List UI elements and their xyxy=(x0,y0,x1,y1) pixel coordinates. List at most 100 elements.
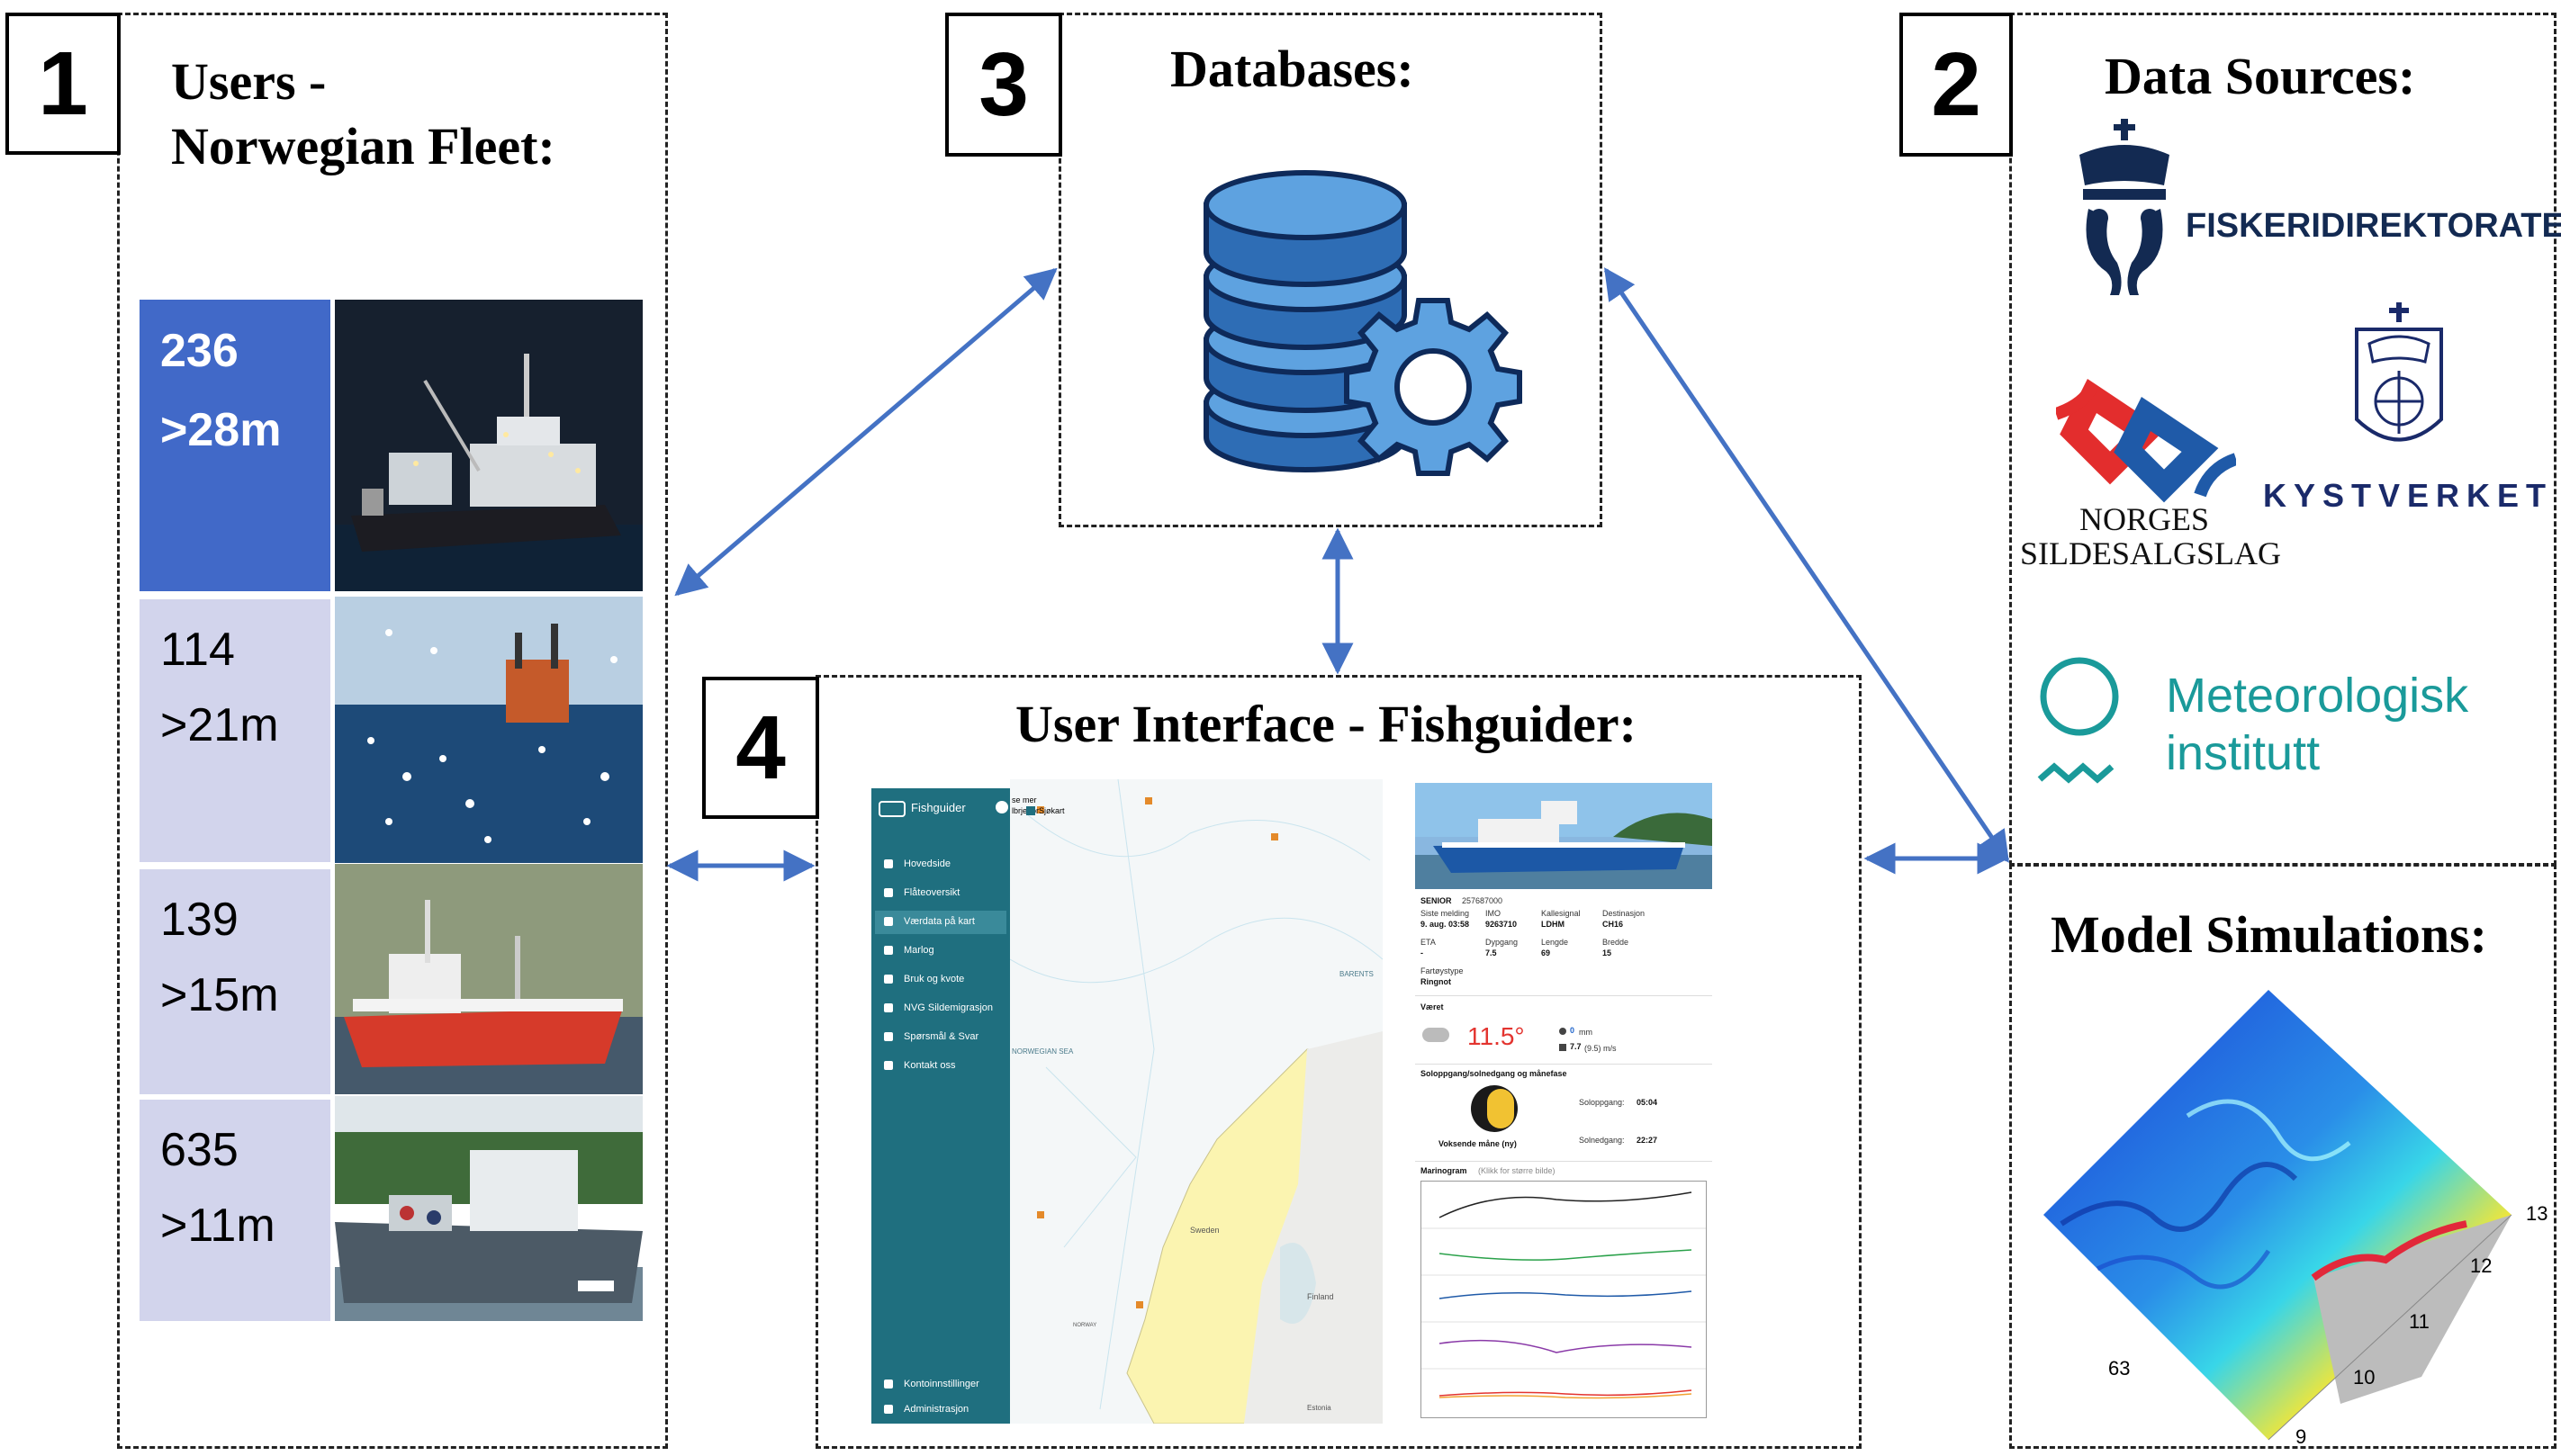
ocean-model-map xyxy=(2043,981,2529,1449)
model-lat-label: 63 xyxy=(2108,1357,2131,1380)
field-value-kallesignal: LDHM xyxy=(1541,920,1565,929)
moon-phase: Voksende måne (ny) xyxy=(1438,1139,1517,1148)
kystverket-logo xyxy=(2349,302,2448,464)
fiskeridirektoratet-text: FISKERIDIREKTORATET xyxy=(2186,207,2561,245)
wind-icon xyxy=(1559,1044,1566,1051)
collapse-sidebar-button[interactable] xyxy=(996,801,1008,813)
fleet-row-1 xyxy=(140,300,330,591)
field-label-siste: Siste melding xyxy=(1420,909,1470,918)
map-icon xyxy=(884,917,893,926)
met-institutt-text-2: institutt xyxy=(2166,726,2321,780)
model-lon-label-13: 13 xyxy=(2526,1202,2548,1225)
sun-heading: Soloppgang/solnedgang og månefase xyxy=(1420,1069,1567,1078)
fishguider-logo-icon xyxy=(879,801,906,817)
field-value-siste: 9. aug. 03:58 xyxy=(1420,920,1470,929)
model-panel xyxy=(2009,864,2556,1449)
map-label-sea: NORWEGIAN SEA xyxy=(1012,1047,1074,1056)
sildesalgslag-logo xyxy=(2053,378,2239,513)
precip-unit: mm xyxy=(1579,1028,1592,1037)
sidebar-item-hovedside[interactable]: Hovedside xyxy=(884,858,951,869)
sidebar-item-sporsmal[interactable]: Spørsmål & Svar xyxy=(884,1031,978,1042)
panel-number-2: 2 xyxy=(1899,13,2013,157)
sidebar-item-konto[interactable]: Kontoinnstillinger xyxy=(884,1379,979,1389)
users-panel xyxy=(117,13,668,1449)
model-lon-label-11: 11 xyxy=(2409,1310,2430,1333)
umbrella-icon xyxy=(1559,1028,1566,1035)
gear-icon xyxy=(884,1405,893,1414)
databases-panel xyxy=(1059,13,1602,527)
model-title: Model Simulations: xyxy=(2051,905,2487,964)
sunset-label: Solnedgang: xyxy=(1579,1136,1625,1145)
question-icon xyxy=(884,1032,893,1041)
divider xyxy=(1415,1064,1712,1065)
sildesalgslag-text-2: SILDESALGSLAG xyxy=(2020,535,2282,571)
sunset-value: 22:27 xyxy=(1637,1136,1658,1145)
map-label-finland: Finland xyxy=(1307,1292,1334,1301)
sidebar-active-highlight xyxy=(875,911,1006,934)
sidebar-item-nvg[interactable]: NVG Sildemigrasjon xyxy=(884,1002,993,1013)
field-label-kallesignal: Kallesignal xyxy=(1541,909,1581,918)
map-label-estonia: Estonia xyxy=(1307,1404,1331,1412)
field-label-eta: ETA xyxy=(1420,938,1436,947)
precip-value: 0 xyxy=(1570,1026,1575,1035)
map-label-sweden: Sweden xyxy=(1190,1226,1220,1235)
cloud-icon xyxy=(1422,1028,1449,1042)
home-icon xyxy=(884,859,893,868)
fishguider-map[interactable]: NORWEGIAN SEA BARENTS Sweden Finland NOR… xyxy=(1009,779,1384,1424)
fleet-count-4: 635 xyxy=(160,1124,239,1176)
sjokart-checkbox[interactable] xyxy=(1026,806,1035,815)
fleet-count-2: 114 xyxy=(160,624,235,676)
field-value-bredde: 15 xyxy=(1602,948,1612,957)
field-value-destinasjon: CH16 xyxy=(1602,920,1624,929)
ui-title: User Interface - Fishguider: xyxy=(1015,695,1637,753)
vessel-id: 257687000 xyxy=(1462,896,1503,905)
fishguider-screenshot: Fishguider Hovedside Flåteoversikt Værda… xyxy=(871,779,1714,1424)
panel-number-1: 1 xyxy=(5,13,121,155)
fleet-length-4: >11m xyxy=(160,1200,275,1252)
divider xyxy=(1415,1161,1712,1162)
fleet-row-3 xyxy=(140,869,330,1094)
field-value-imo: 9263710 xyxy=(1485,920,1518,929)
field-value-dypgang: 7.5 xyxy=(1485,948,1497,957)
wind-value: 7.7 xyxy=(1570,1042,1582,1051)
met-institutt-text-1: Meteorologisk xyxy=(2166,669,2469,723)
marinogram-hint: (Klikk for større bilde) xyxy=(1478,1166,1556,1175)
fleet-length-2: >21m xyxy=(160,699,279,751)
field-value-eta: - xyxy=(1420,948,1423,957)
fishguider-logo-text: Fishguider xyxy=(911,801,966,814)
field-label-bredde: Bredde xyxy=(1602,938,1629,947)
users-title-line2: Norwegian Fleet: xyxy=(171,117,555,175)
fleet-count-3: 139 xyxy=(160,894,239,946)
databases-title: Databases: xyxy=(1170,40,1414,98)
panel-number-3: 3 xyxy=(945,13,1062,157)
sidebar-item-bruk-og-kvote[interactable]: Bruk og kvote xyxy=(884,974,964,984)
wind-unit: (9.5) m/s xyxy=(1584,1044,1617,1053)
map-top-text-1: se mer xyxy=(1012,795,1037,804)
divider xyxy=(1415,995,1712,996)
marinogram-chart[interactable] xyxy=(1420,1181,1707,1418)
log-icon xyxy=(884,946,893,955)
map-label-norway: NORWAY xyxy=(1073,1323,1097,1328)
migration-icon xyxy=(884,1003,893,1012)
vessel-name: SENIOR xyxy=(1420,896,1452,905)
vessel-photo-red-boat xyxy=(335,864,643,1094)
field-label-lengde: Lengde xyxy=(1541,938,1569,947)
vessel-photo-large-trawler xyxy=(335,300,643,591)
fleet-length-1: >28m xyxy=(160,404,282,456)
arrow-users-databases xyxy=(674,267,1058,597)
sunrise-value: 05:04 xyxy=(1637,1098,1658,1107)
users-title-line1: Users - xyxy=(171,52,327,111)
model-lon-label-12: 12 xyxy=(2470,1254,2493,1277)
panel-number-4: 4 xyxy=(702,677,819,819)
database-gear-icon xyxy=(1197,151,1530,484)
field-label-imo: IMO xyxy=(1485,909,1501,918)
model-lon-label-9: 9 xyxy=(2295,1425,2307,1448)
sidebar-item-admin[interactable]: Administrasjon xyxy=(884,1404,969,1415)
fleet-row-4 xyxy=(140,1100,330,1321)
sidebar-item-marlog[interactable]: Marlog xyxy=(884,945,934,956)
sidebar-item-flateoversikt[interactable]: Flåteoversikt xyxy=(884,887,960,898)
sildesalgslag-text-1: NORGES xyxy=(2079,501,2210,537)
sidebar-item-vaerdata[interactable]: Værdata på kart xyxy=(884,916,975,927)
sidebar-item-kontakt[interactable]: Kontakt oss xyxy=(884,1060,955,1071)
